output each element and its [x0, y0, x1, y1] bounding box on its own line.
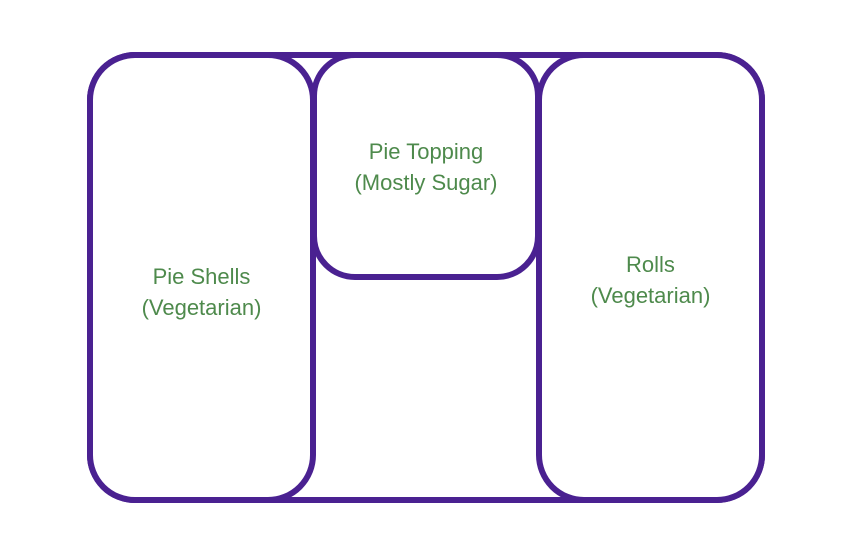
compartment-detail: (Mostly Sugar)	[354, 170, 498, 195]
compartment-name: Rolls	[626, 251, 675, 277]
compartment-rolls: Rolls (Vegetarian)	[536, 52, 765, 503]
compartment-name: Pie Topping	[368, 139, 484, 164]
compartment-pie-topping: Pie Topping (Mostly Sugar)	[311, 52, 541, 280]
compartment-detail: (Vegetarian)	[590, 282, 711, 308]
compartment-detail: (Vegetarian)	[141, 294, 262, 320]
compartment-label: Pie Topping (Mostly Sugar)	[354, 136, 497, 198]
compartment-label: Pie Shells (Vegetarian)	[142, 261, 262, 323]
compartment-name: Pie Shells	[152, 263, 251, 289]
compartment-label: Rolls (Vegetarian)	[591, 249, 711, 311]
compartment-pie-shells: Pie Shells (Vegetarian)	[87, 52, 316, 503]
